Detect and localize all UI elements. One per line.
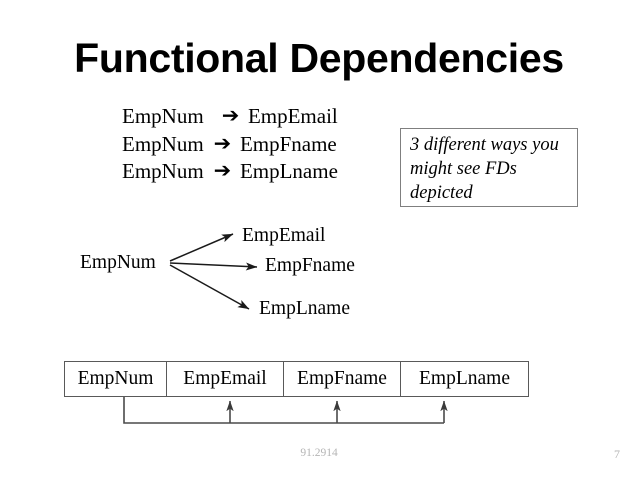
fd-determinant: EmpNum bbox=[122, 104, 204, 128]
arrow-right-icon: ➔ bbox=[213, 130, 232, 155]
fd-row: EmpNum ➔ EmpFname bbox=[122, 131, 338, 159]
table-column-header: EmpEmail bbox=[167, 362, 284, 396]
relation-table: EmpNum EmpEmail EmpFname EmpLname bbox=[64, 361, 529, 397]
fd-determinant: EmpNum bbox=[122, 159, 204, 183]
fan-target-label: EmpEmail bbox=[242, 225, 326, 246]
table-connector-bus bbox=[123, 397, 444, 424]
table-column-header: EmpFname bbox=[284, 362, 401, 396]
callout-text: 3 different ways you might see FDs depic… bbox=[410, 135, 559, 203]
footer-course-code: 91.2914 bbox=[300, 447, 338, 459]
fd-determinant: EmpNum bbox=[122, 131, 204, 156]
arrow-right-icon: ➔ bbox=[213, 158, 232, 182]
fan-target-label: EmpFname bbox=[265, 255, 355, 276]
table-column-header: EmpLname bbox=[419, 368, 510, 389]
fd-row: EmpNum ➔ EmpEmail bbox=[122, 103, 338, 131]
fan-arrow-to-empfname bbox=[169, 262, 258, 271]
fan-arrow-to-emplname bbox=[169, 264, 250, 310]
fan-arrow-to-empemail bbox=[169, 233, 234, 262]
fan-source-label: EmpNum bbox=[80, 252, 156, 273]
fd-dependent: EmpLname bbox=[239, 159, 338, 183]
arrow-right-icon: ➔ bbox=[221, 103, 240, 127]
fd-row: EmpNum ➔ EmpLname bbox=[122, 158, 338, 186]
callout-box: 3 different ways you might see FDs depic… bbox=[400, 128, 578, 207]
fd-dependent: EmpFname bbox=[239, 131, 337, 156]
fd-notation-list: EmpNum ➔ EmpEmail EmpNum ➔ EmpFname EmpN… bbox=[122, 103, 338, 186]
page-number: 7 bbox=[614, 447, 620, 461]
page-title: Functional Dependencies bbox=[74, 35, 564, 81]
fan-target-label: EmpLname bbox=[259, 298, 350, 319]
table-column-header: EmpNum bbox=[65, 362, 167, 396]
fd-dependent: EmpEmail bbox=[247, 104, 338, 128]
